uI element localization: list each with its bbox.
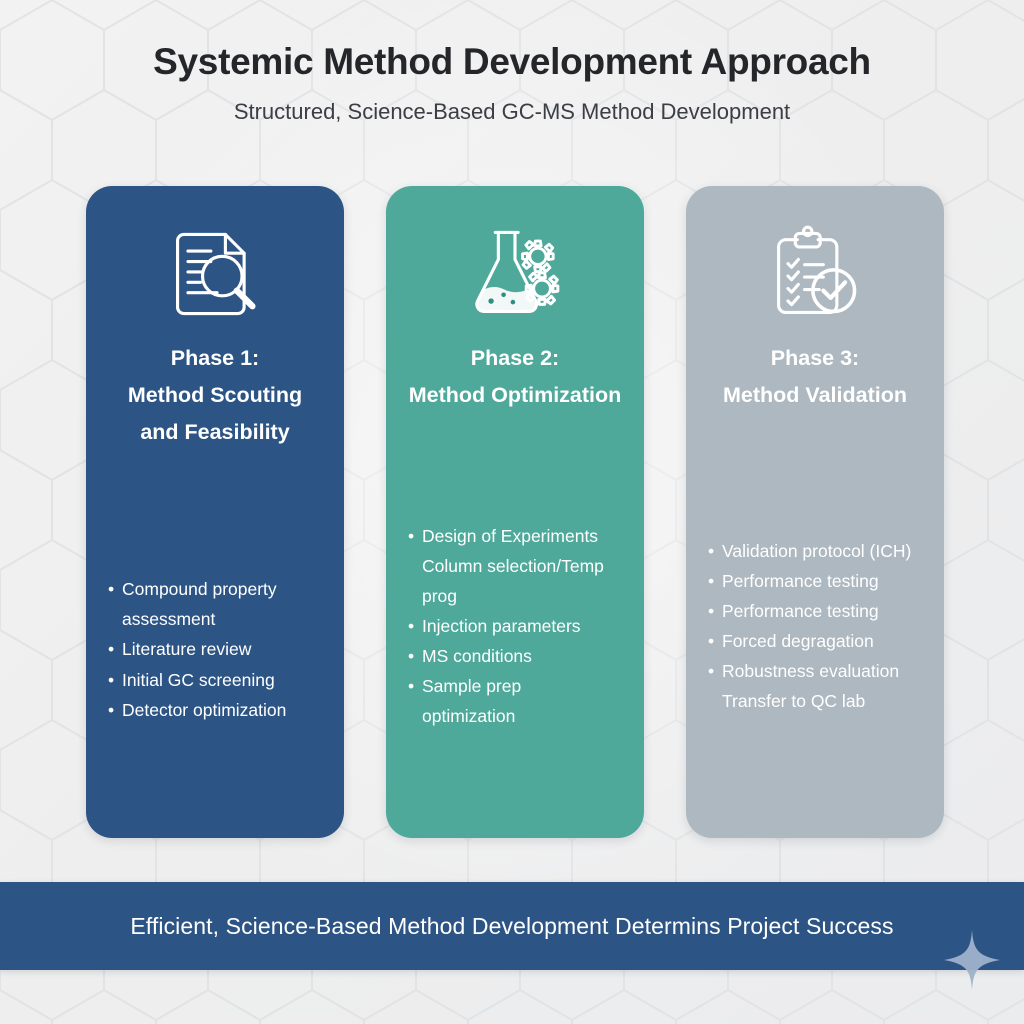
phase-card-1-bullet-list: Compound property assessment Literature … <box>86 451 344 838</box>
phase-card-3-title-line1: Phase 3: <box>770 346 860 370</box>
phase-card-1[interactable]: Phase 1: Method Scouting and Feasibility… <box>86 186 344 838</box>
list-item: prog <box>422 585 458 606</box>
footer-banner: Efficient, Science-Based Method Developm… <box>0 882 1024 970</box>
list-item: Robustness evaluation <box>686 656 944 686</box>
list-item: Performance testing <box>686 596 944 626</box>
clipboard-check-icon <box>763 222 867 326</box>
list-item: Literature review <box>86 634 344 664</box>
phase-cards-container: Phase 1: Method Scouting and Feasibility… <box>86 186 944 838</box>
phase-card-2-title: Phase 2: Method Optimization <box>395 326 636 414</box>
list-item: Forced degragation <box>686 626 944 656</box>
list-item: Design of Experiments <box>386 521 644 551</box>
list-item: assessment <box>122 609 216 630</box>
flask-gears-icon <box>463 222 567 326</box>
list-item: optimization <box>422 706 516 727</box>
page-title: Systemic Method Development Approach <box>153 41 871 82</box>
list-item: Performance testing <box>686 566 944 596</box>
phase-card-1-title-line2: Method Scouting <box>127 382 303 407</box>
list-item: Sample prep <box>386 671 644 701</box>
phase-card-3-title: Phase 3: Method Validation <box>709 326 921 414</box>
list-item: Initial GC screening <box>86 665 344 695</box>
phase-card-1-title: Phase 1: Method Scouting and Feasibility <box>114 326 316 451</box>
footer-text: Efficient, Science-Based Method Developm… <box>130 912 894 939</box>
phase-card-1-title-line1: Phase 1: <box>170 346 260 370</box>
phase-card-2-title-line1: Phase 2: <box>470 346 560 370</box>
phase-card-1-title-line3: and Feasibility <box>140 419 290 444</box>
phase-card-3-bullet-list: Validation protocol (ICH) Performance te… <box>686 414 944 838</box>
list-item: Injection parameters <box>386 611 644 641</box>
list-item: Transfer to QC lab <box>722 691 866 712</box>
list-item: Validation protocol (ICH) <box>686 536 944 566</box>
phase-card-2-title-line2: Method Optimization <box>408 382 622 407</box>
phase-card-2[interactable]: Phase 2: Method Optimization Design of E… <box>386 186 644 838</box>
phase-card-2-bullet-list: Design of Experiments Column selection/T… <box>386 414 644 838</box>
document-magnifier-icon <box>163 222 267 326</box>
phase-card-3-title-line2: Method Validation <box>723 382 907 407</box>
list-item: MS conditions <box>386 641 644 671</box>
page-subtitle: Structured, Science-Based GC-MS Method D… <box>233 98 791 124</box>
phase-card-3[interactable]: Phase 3: Method Validation Validation pr… <box>686 186 944 838</box>
header: Systemic Method Development Approach Str… <box>0 0 1024 125</box>
list-item: Detector optimization <box>86 695 344 725</box>
list-item: Column selection/Temp <box>422 555 604 576</box>
list-item: Compound property <box>86 574 344 604</box>
